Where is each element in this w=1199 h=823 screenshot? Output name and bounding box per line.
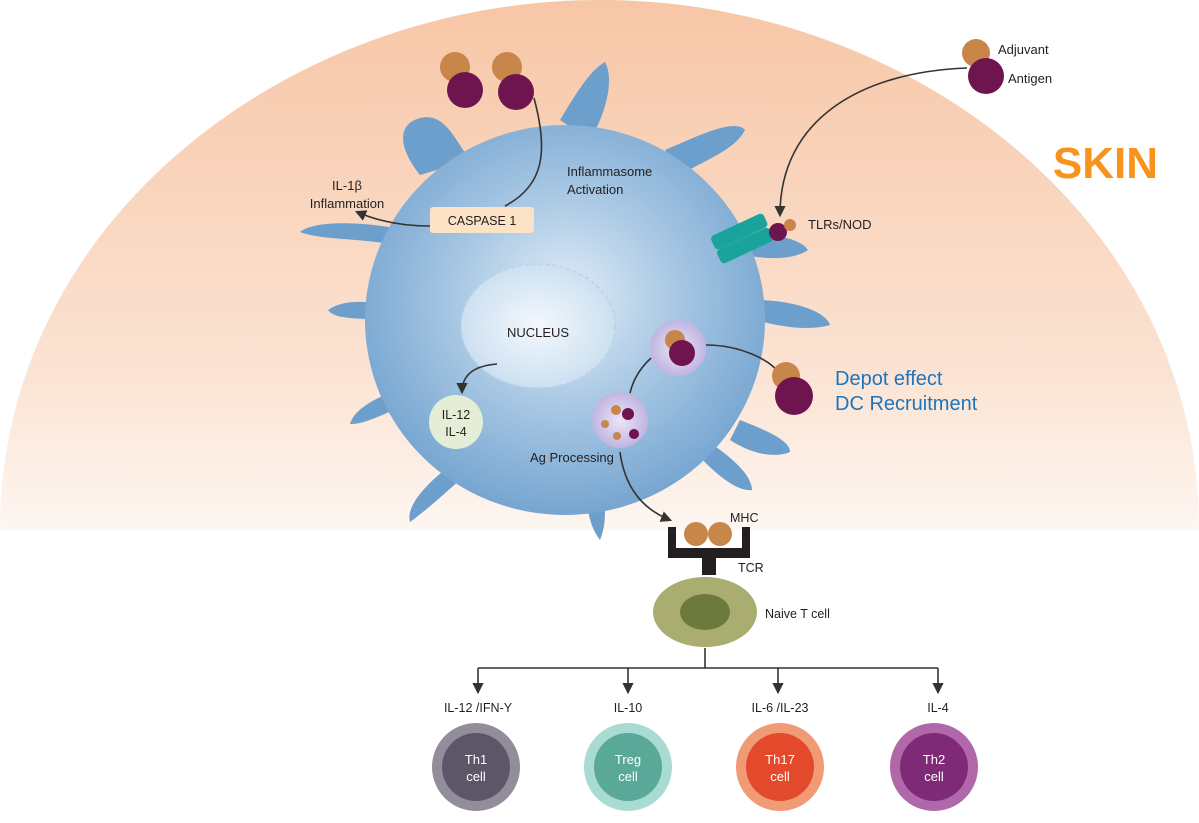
th2-label-1: Th2 [923,752,945,767]
nucleus-label: NUCLEUS [507,325,569,340]
cytokine-il4: IL-4 [445,425,467,439]
endosome-vesicle-1 [650,320,706,376]
inflammasome-label-1: Inflammasome [567,164,652,179]
nucleus-to-cytokine-arrow [456,363,498,395]
th1-cell [432,723,520,811]
nucleus [460,263,616,389]
caspase-box [430,207,534,233]
antigen-to-tlr-arrow [774,67,968,218]
th2-label-2: cell [924,769,944,784]
treg-cell [584,723,672,811]
th2-cell [890,723,978,811]
naive-t-cell-nucleus [680,594,730,630]
skin-label: SKIN [1053,139,1158,188]
endosome-vesicle-2 [592,392,648,448]
mhc-label: MHC [730,511,758,525]
dc-recruitment-label: DC Recruitment [835,393,978,415]
th17-cell [736,723,824,811]
naive-t-cell-label: Naive T cell [765,607,830,621]
differentiation-tree [472,648,944,695]
legend-antigen: Antigen [1008,71,1052,86]
cytokine-bubble [429,395,483,449]
depot-particles [772,362,813,415]
caspase-arrow [354,210,431,227]
branch-2-cytokine: IL-10 [614,701,643,715]
treg-label-2: cell [618,769,638,784]
legend-particles [962,39,1004,94]
il1b-label: IL-1β [332,178,362,193]
vesicle-link-line [629,357,652,394]
th1-label-2: cell [466,769,486,784]
depot-effect-label: Depot effect [835,368,943,390]
tlr-receptor [711,213,796,264]
legend-adjuvant: Adjuvant [998,42,1049,57]
th17-label-1: Th17 [765,752,795,767]
inflammasome-label-2: Activation [567,182,623,197]
th1-label-1: Th1 [465,752,487,767]
branch-3-cytokine: IL-6 /IL-23 [752,701,809,715]
branch-4-cytokine: IL-4 [927,701,949,715]
cytokine-il12: IL-12 [442,408,471,422]
inflammasome-particles [440,52,534,110]
tlr-label: TLRs/NOD [808,217,872,232]
branch-1-cytokine: IL-12 /IFN-Y [444,701,513,715]
th17-label-2: cell [770,769,790,784]
treg-label-1: Treg [615,752,641,767]
ag-to-mhc-arrow [619,451,673,522]
mhc-tcr-complex [668,522,750,575]
ag-processing-label: Ag Processing [530,450,614,465]
tcr-label: TCR [738,561,764,575]
caspase-label: CASPASE 1 [448,214,517,228]
inflammasome-arrow [504,97,543,207]
inflammation-label: Inflammation [310,196,384,211]
